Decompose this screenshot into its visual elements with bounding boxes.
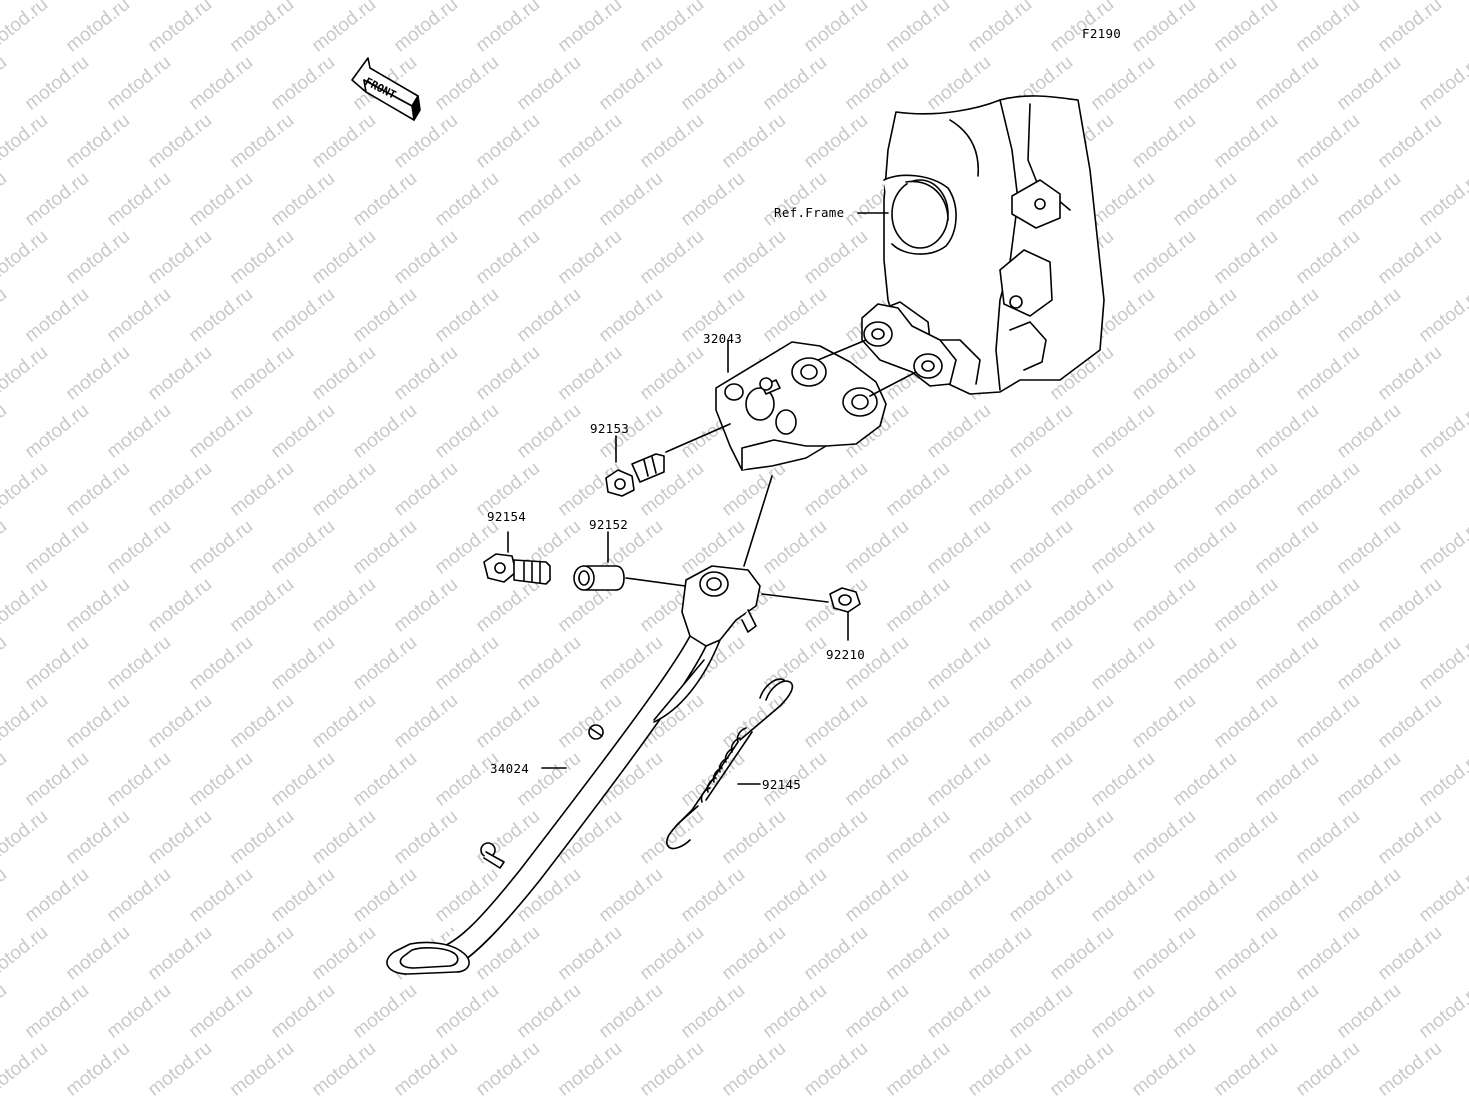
bracket-32043-drawing [715,341,887,471]
frame-reference-drawing [861,95,1105,395]
part-number-label[interactable]: 92154 [487,509,527,524]
part-number-label[interactable]: 34024 [490,761,530,776]
bolt-92154-drawing [483,531,551,585]
ref-frame-label: Ref.Frame [774,205,845,220]
part-number-label[interactable]: 92153 [590,421,630,436]
part-number-label[interactable]: 92210 [826,647,866,662]
part-number-label[interactable]: 32043 [703,331,743,346]
bolt-92153-drawing [605,423,731,497]
front-arrow-icon: FRONT [351,57,421,121]
collar-92152-drawing [573,531,701,591]
diagram-code: F2190 [1082,26,1122,41]
part-number-label[interactable]: 92152 [589,517,629,532]
spring-92145-drawing [665,678,794,850]
side-stand-34024-drawing [386,565,761,975]
part-number-label[interactable]: 92145 [762,777,802,792]
nut-92210-drawing [761,587,861,641]
